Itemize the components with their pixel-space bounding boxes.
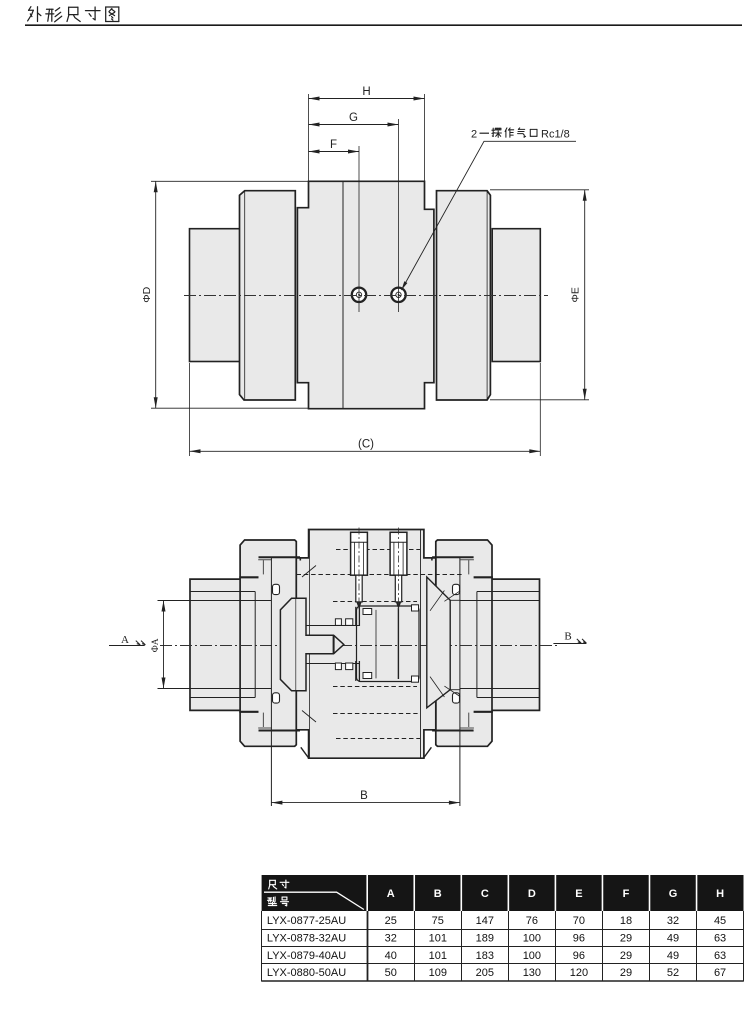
- svg-text:B: B: [360, 790, 368, 802]
- svg-text:H: H: [362, 86, 370, 98]
- svg-text:F: F: [623, 888, 630, 900]
- svg-text:183: 183: [476, 950, 494, 962]
- svg-text:C: C: [481, 888, 489, 900]
- svg-text:H: H: [716, 888, 724, 900]
- svg-text:32: 32: [667, 915, 679, 927]
- svg-text:101: 101: [429, 950, 447, 962]
- svg-text:67: 67: [714, 967, 726, 979]
- svg-text:205: 205: [476, 967, 494, 979]
- svg-text:A: A: [387, 888, 395, 900]
- svg-text:63: 63: [714, 950, 726, 962]
- svg-text:120: 120: [570, 967, 588, 979]
- svg-text:LYX-0878-32AU: LYX-0878-32AU: [267, 933, 346, 945]
- svg-text:A: A: [121, 634, 129, 646]
- svg-text:76: 76: [526, 915, 538, 927]
- svg-text:B: B: [434, 888, 442, 900]
- svg-text:29: 29: [620, 950, 632, 962]
- svg-text:(C): (C): [358, 439, 374, 451]
- svg-text:LYX-0879-40AU: LYX-0879-40AU: [267, 950, 346, 962]
- svg-text:52: 52: [667, 967, 679, 979]
- svg-text:40: 40: [385, 950, 397, 962]
- svg-text:18: 18: [620, 915, 632, 927]
- svg-text:63: 63: [714, 933, 726, 945]
- svg-text:ΦE: ΦE: [570, 287, 582, 302]
- svg-text:25: 25: [385, 915, 397, 927]
- svg-text:109: 109: [429, 967, 447, 979]
- svg-text:96: 96: [573, 933, 585, 945]
- svg-text:G: G: [349, 112, 358, 124]
- svg-text:100: 100: [523, 950, 541, 962]
- svg-text:2: 2: [471, 129, 477, 141]
- svg-text:F: F: [330, 139, 337, 151]
- svg-text:LYX-0877-25AU: LYX-0877-25AU: [267, 915, 346, 927]
- svg-text:147: 147: [476, 915, 494, 927]
- svg-text:B: B: [564, 631, 571, 643]
- svg-text:50: 50: [385, 967, 397, 979]
- svg-text:29: 29: [620, 967, 632, 979]
- svg-text:32: 32: [385, 933, 397, 945]
- svg-text:LYX-0880-50AU: LYX-0880-50AU: [267, 967, 346, 979]
- svg-text:G: G: [669, 888, 678, 900]
- svg-text:100: 100: [523, 933, 541, 945]
- svg-text:49: 49: [667, 933, 679, 945]
- svg-text:D: D: [528, 888, 536, 900]
- svg-text:70: 70: [573, 915, 585, 927]
- svg-text:49: 49: [667, 950, 679, 962]
- svg-text:96: 96: [573, 950, 585, 962]
- svg-text:ΦA: ΦA: [151, 638, 161, 652]
- svg-text:45: 45: [714, 915, 726, 927]
- svg-text:130: 130: [523, 967, 541, 979]
- svg-text:ΦD: ΦD: [141, 286, 153, 302]
- svg-text:101: 101: [429, 933, 447, 945]
- svg-text:75: 75: [432, 915, 444, 927]
- svg-text:29: 29: [620, 933, 632, 945]
- svg-text:189: 189: [476, 933, 494, 945]
- svg-text:Rc1/8: Rc1/8: [541, 129, 570, 141]
- svg-text:E: E: [575, 888, 582, 900]
